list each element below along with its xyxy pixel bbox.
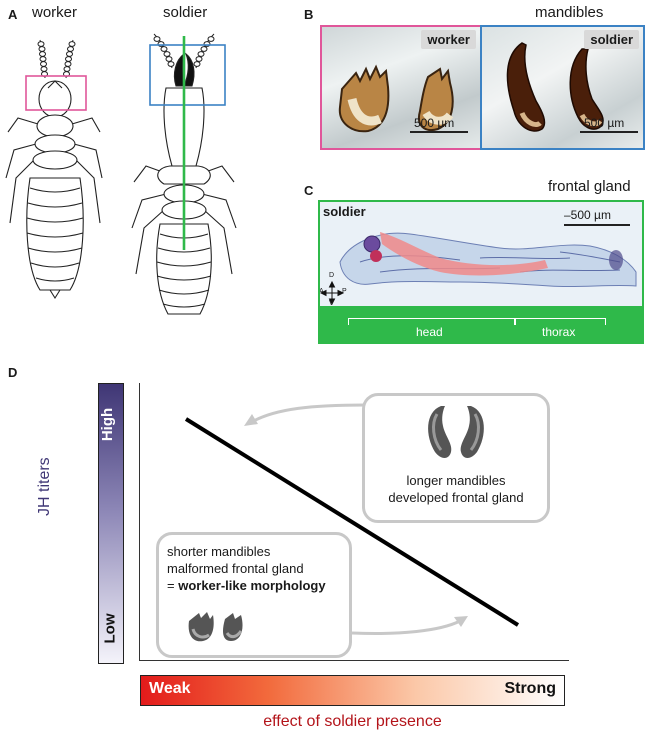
long-mandibles-icon bbox=[428, 406, 484, 458]
head-label: head bbox=[416, 325, 443, 339]
jh-trend-line bbox=[184, 417, 520, 627]
section-label-strip bbox=[320, 306, 642, 342]
panel-a-letter: A bbox=[8, 7, 18, 22]
y-axis bbox=[139, 383, 141, 661]
y-low-label: Low bbox=[101, 613, 119, 644]
frontal-gland-region bbox=[380, 232, 548, 276]
panel-c-letter: C bbox=[304, 183, 314, 198]
x-strong-label: Strong bbox=[504, 680, 556, 697]
head-bracket bbox=[348, 318, 516, 325]
x-axis-label: effect of soldier presence bbox=[263, 713, 442, 730]
worker-mandibles-image bbox=[338, 64, 454, 133]
worker-pronotum bbox=[36, 114, 74, 138]
worker-like-morphology: worker-like morphology bbox=[178, 578, 326, 593]
compass-d: D bbox=[329, 272, 335, 279]
panel-d-letter: D bbox=[8, 365, 18, 380]
thorax-bracket bbox=[514, 318, 606, 325]
y-axis-label: JH titers bbox=[36, 457, 53, 516]
soldier-mandibles-image bbox=[506, 42, 604, 132]
mandibles-title: mandibles bbox=[535, 4, 604, 21]
x-axis bbox=[139, 660, 569, 662]
worker-tag: worker bbox=[421, 30, 476, 49]
low-box-line3: = worker-like morphology bbox=[167, 578, 326, 593]
trend-plot bbox=[184, 403, 520, 635]
worker-legs bbox=[5, 117, 103, 224]
section-soldier-tag: soldier bbox=[323, 204, 366, 219]
worker-mandible-photo: worker 500 µm bbox=[320, 25, 482, 150]
high-box-line2: developed frontal gland bbox=[388, 490, 524, 505]
worker-label: worker bbox=[32, 4, 78, 21]
low-jh-box: shorter mandibles malformed frontal glan… bbox=[156, 532, 352, 658]
soldier-head-highlight bbox=[149, 44, 226, 106]
soldier-label: soldier bbox=[163, 4, 208, 21]
section-image-frame: soldier –500 µm D V A P head thorax bbox=[318, 200, 644, 344]
worker-head bbox=[38, 80, 72, 118]
high-jh-box: longer mandibles developed frontal gland bbox=[362, 393, 550, 523]
high-box-line1: longer mandibles bbox=[406, 473, 506, 488]
soldier-effect-gradient-bar: Weak Strong bbox=[140, 675, 565, 706]
soldier-mandible-right bbox=[183, 52, 195, 87]
worker-antennae bbox=[37, 39, 76, 79]
worker-scale-label: 500 µm bbox=[414, 116, 455, 130]
arrow-to-high bbox=[249, 403, 366, 425]
soldier-scale-label: 500 µm bbox=[584, 116, 625, 130]
worker-head-highlight bbox=[25, 75, 87, 111]
section-scale-bar bbox=[564, 224, 630, 226]
compass-p: P bbox=[342, 288, 347, 295]
thorax-label: thorax bbox=[542, 325, 576, 339]
jh-titer-gradient-bar: High Low bbox=[98, 383, 124, 664]
soldier-scale-bar bbox=[580, 131, 638, 133]
soldier-mandible-photo: soldier 500 µm bbox=[480, 25, 645, 150]
termite-drawings bbox=[5, 33, 237, 315]
compass-v: V bbox=[329, 300, 334, 307]
low-box-line1: shorter mandibles bbox=[167, 544, 271, 559]
y-high-label: High bbox=[99, 407, 117, 442]
arrow-to-low bbox=[351, 619, 461, 635]
histology-section bbox=[320, 232, 637, 306]
soldier-tag: soldier bbox=[584, 30, 639, 49]
frontal-gland-title: frontal gland bbox=[548, 178, 631, 195]
short-mandibles-icon bbox=[188, 612, 243, 642]
orientation-compass bbox=[320, 280, 345, 306]
worker-abdomen bbox=[26, 177, 84, 291]
worker-scale-bar bbox=[410, 131, 468, 133]
low-box-line2: malformed frontal gland bbox=[167, 561, 304, 576]
x-weak-label: Weak bbox=[149, 680, 191, 697]
panel-b-letter: B bbox=[304, 7, 314, 22]
section-scale-label: –500 µm bbox=[564, 208, 611, 222]
compass-a: A bbox=[319, 288, 324, 295]
